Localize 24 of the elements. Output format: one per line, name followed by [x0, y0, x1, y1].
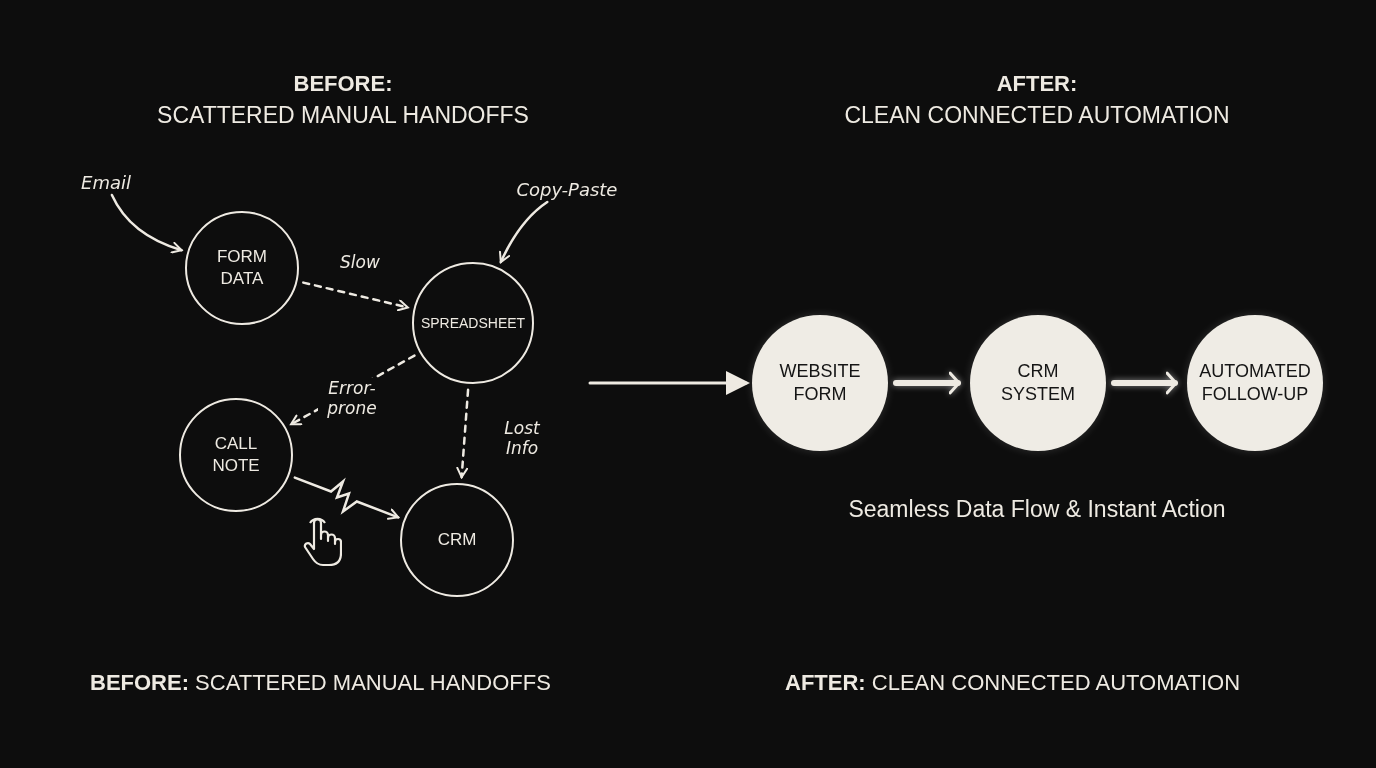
dashed-arrow	[302, 281, 410, 312]
heading: AFTER:	[996, 71, 1078, 97]
outline-circle: SPREADSHEET	[412, 262, 534, 384]
arrow	[293, 476, 400, 520]
handwritten-note: Email	[74, 169, 138, 195]
filled-circle: WEBSITE FORM	[752, 315, 888, 451]
thick-arrow	[893, 371, 961, 395]
outline-circle: CRM	[400, 483, 514, 597]
arrow	[110, 193, 183, 254]
thick-arrow	[1111, 371, 1178, 395]
dashed-arrow	[456, 388, 470, 479]
tagline: Seamless Data Flow & Instant Action	[848, 496, 1226, 523]
filled-circle: AUTOMATED FOLLOW-UP	[1187, 315, 1323, 451]
filled-circle: CRM SYSTEM	[970, 315, 1106, 451]
caption: BEFORE: SCATTERED MANUAL HANDOFFS	[90, 670, 551, 696]
arrow	[588, 371, 750, 395]
handwritten-note: Copy-Paste	[503, 176, 631, 202]
heading: SCATTERED MANUAL HANDOFFS	[157, 102, 529, 129]
heading: BEFORE:	[293, 71, 393, 97]
caption: AFTER: CLEAN CONNECTED AUTOMATION	[785, 670, 1241, 696]
outline-circle: CALL NOTE	[179, 398, 293, 512]
heading: CLEAN CONNECTED AUTOMATION	[844, 102, 1230, 129]
arrow	[499, 200, 549, 264]
outline-circle: FORM DATA	[185, 211, 299, 325]
